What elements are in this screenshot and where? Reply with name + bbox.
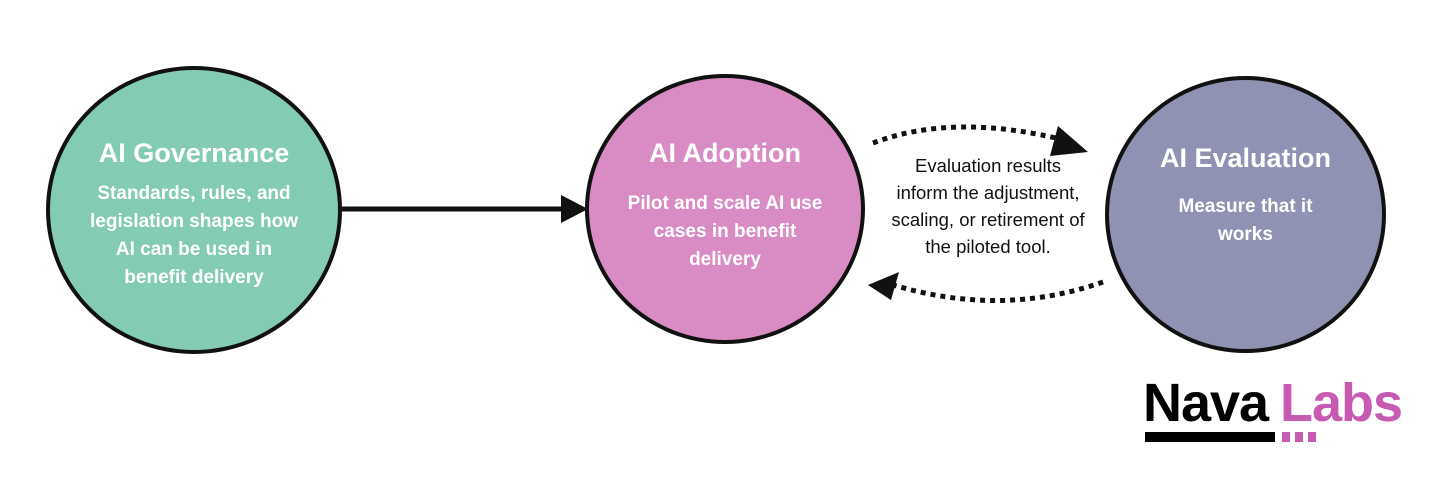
evaluation-description: Measure that it works <box>1178 196 1313 245</box>
governance-description: Standards, rules, and legislation shapes… <box>90 183 298 288</box>
adoption-description: Pilot and scale AI use cases in benefit … <box>627 193 823 270</box>
logo-dots <box>1282 432 1316 442</box>
arrow-evaluation-to-adoption <box>889 279 1104 303</box>
governance-title: AI Governance <box>98 138 290 168</box>
adoption-text: AI Adoption Pilot and scale AI use cases… <box>620 136 830 274</box>
arrow-adoption-to-evaluation <box>872 124 1069 146</box>
governance-circle <box>46 66 342 354</box>
nava-labs-logo: Nava Labs <box>1143 376 1413 446</box>
logo-dot <box>1282 432 1290 442</box>
adoption-circle <box>585 74 865 344</box>
evaluation-circle <box>1105 76 1386 353</box>
adoption-title: AI Adoption <box>649 138 801 168</box>
evaluation-title: AI Evaluation <box>1159 143 1332 173</box>
logo-word-labs: Labs <box>1280 373 1403 433</box>
arrowhead-adoption-to-evaluation <box>1050 126 1088 156</box>
logo-dot <box>1308 432 1316 442</box>
logo-word-nava: Nava <box>1143 373 1269 433</box>
governance-text: AI Governance Standards, rules, and legi… <box>86 136 302 292</box>
arrowhead-governance-to-adoption <box>561 195 588 223</box>
logo-underline-bar <box>1145 432 1275 442</box>
feedback-label: Evaluation results inform the adjustment… <box>891 155 1085 257</box>
logo-dot <box>1295 432 1303 442</box>
arrowhead-evaluation-to-adoption <box>868 272 899 300</box>
evaluation-text: AI Evaluation Measure that it works <box>1150 141 1341 249</box>
